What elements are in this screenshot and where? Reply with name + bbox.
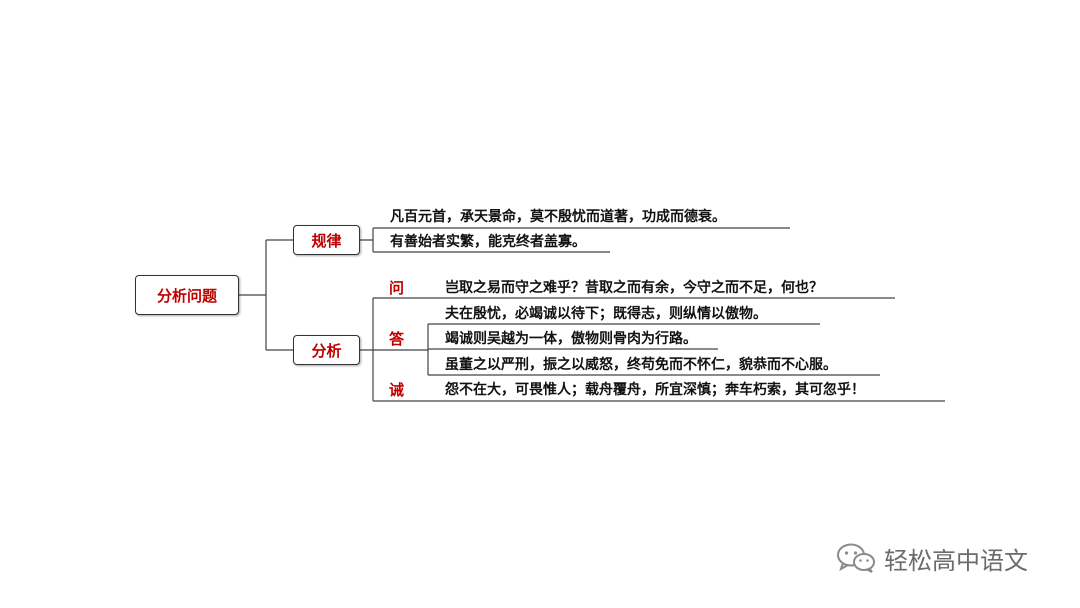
answer-leaf-3: 虽董之以严刑，振之以威怒，终苟免而不怀仁，貌恭而不心服。 [445, 357, 837, 373]
branch-label-analysis: 分析 [311, 341, 342, 360]
wechat-icon [836, 542, 876, 574]
watermark-text: 轻松高中语文 [884, 546, 1028, 575]
branch-node-analysis: 分析 [293, 335, 360, 365]
root-node: 分析问题 [135, 275, 239, 315]
rule-leaf-2: 有善始者实繁，能克终者盖寡。 [390, 234, 586, 250]
answer-leaf-1: 夫在殷忧，必竭诚以待下；既得志，则纵情以傲物。 [445, 306, 767, 322]
root-label: 分析问题 [156, 286, 217, 305]
tag-question: 问 [389, 279, 405, 297]
branch-label-rules: 规律 [311, 231, 342, 250]
warning-leaf: 怨不在大，可畏惟人；载舟覆舟，所宜深慎；奔车朽索，其可忽乎！ [445, 382, 865, 398]
question-leaf: 岂取之易而守之难乎？昔取之而有余，今守之而不足，何也？ [445, 280, 823, 296]
rule-leaf-1: 凡百元首，承天景命，莫不殷忧而道著，功成而德衰。 [390, 209, 726, 225]
answer-leaf-2: 竭诚则吴越为一体，傲物则骨肉为行路。 [445, 331, 697, 347]
tag-answer: 答 [389, 330, 405, 348]
tag-warning: 诫 [389, 381, 405, 399]
branch-node-rules: 规律 [293, 225, 360, 255]
watermark: 轻松高中语文 [836, 540, 1028, 576]
